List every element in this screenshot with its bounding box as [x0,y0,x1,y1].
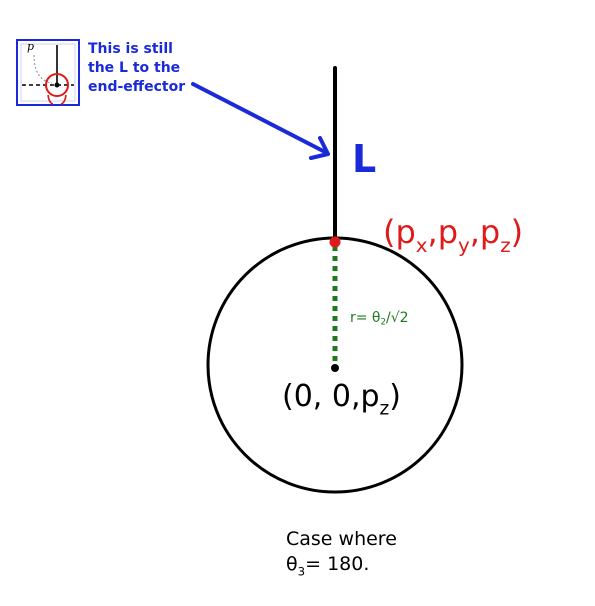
link-label: L [352,137,377,181]
radius-label-sub: 2 [380,317,387,328]
point-label-close: ) [510,213,524,251]
point-label-open: (p [383,213,416,251]
point-label-x-sub: x [415,233,428,257]
end-effector-point [329,236,341,248]
point-label-y-sub: y [458,233,470,257]
center-point [331,364,339,372]
origin-label-prefix: (0, 0,p [282,379,380,414]
end-effector-label: (px,py,pz) [383,216,523,256]
caption-theta-sub: 3 [297,564,306,579]
thumbnail-p-label: p [27,40,35,53]
callout-arrow [191,82,329,155]
origin-label: (0, 0,pz) [282,382,401,419]
caption-line-2: θ3= 180. [286,552,397,584]
origin-label-close: ) [389,379,402,414]
point-label-sep2: ,p [469,213,501,251]
caption-line-1: Case where [286,528,397,550]
callout-line-3: end-effector [88,79,186,95]
point-label-sep1: ,p [427,213,459,251]
radius-label-prefix: r= θ [350,310,381,326]
point-label-z-sub: z [500,233,511,257]
callout-thumbnail [16,39,80,106]
callout-text: This is still the L to the end-effector [88,40,185,97]
radius-label: r= θ2/√2 [350,311,409,327]
callout-arrowhead [309,136,330,160]
caption-value: = 180. [305,553,370,575]
caption: Case where θ3= 180. [286,527,397,584]
radius-label-suffix: /√2 [386,310,409,326]
origin-label-sub: z [379,398,390,420]
callout-line-2: the L to the [88,60,181,76]
caption-theta: θ [286,553,298,575]
callout-line-1: This is still [88,41,173,57]
